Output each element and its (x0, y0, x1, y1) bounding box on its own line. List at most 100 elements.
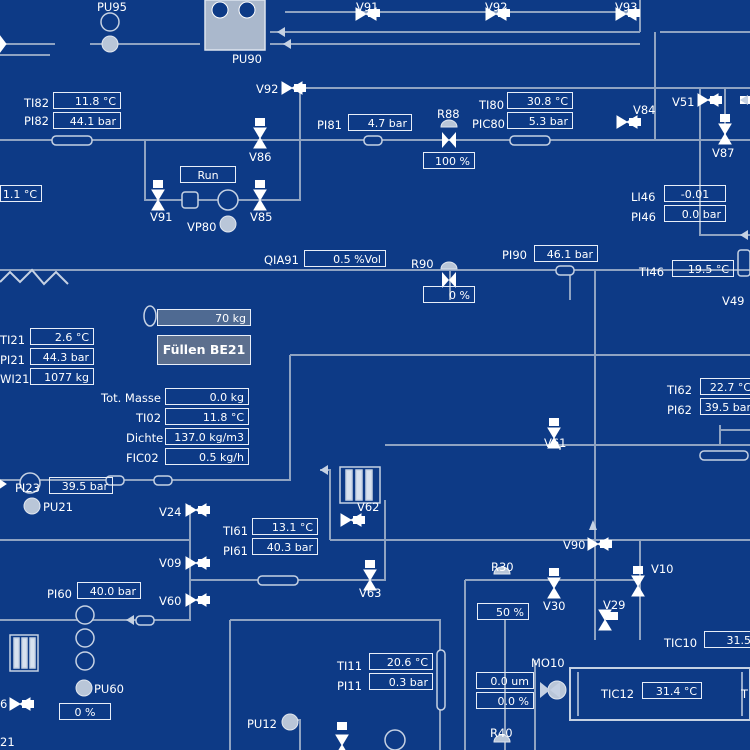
tag-v30: V30 (543, 599, 566, 613)
tag-v92-top: V92 (485, 0, 508, 14)
value-ti02[interactable]: 11.8 °C (165, 408, 249, 425)
value-tot-masse[interactable]: 0.0 kg (165, 388, 249, 405)
tag-pi21: PI21 (0, 353, 25, 367)
tag-tic12: TIC12 (601, 687, 635, 701)
tag-vp80: VP80 (187, 220, 217, 234)
value-mo10-um[interactable]: 0.0 um (476, 672, 534, 689)
value-pi82[interactable]: 44.1 bar (53, 112, 121, 129)
tag-v92: V92 (256, 82, 279, 96)
value-fill-weight[interactable]: 70 kg (157, 309, 251, 326)
value-pi62[interactable]: 39.5 bar (700, 398, 750, 415)
tag-pi81: PI81 (317, 118, 342, 132)
value-ti61[interactable]: 13.1 °C (252, 518, 318, 535)
value-left-temp[interactable]: 1.1 °C (0, 185, 42, 202)
value-ti82[interactable]: 11.8 °C (53, 92, 121, 109)
tag-pi61: PI61 (223, 544, 248, 558)
value-dichte[interactable]: 137.0 kg/m3 (165, 428, 249, 445)
tag-dichte: Dichte (126, 431, 164, 445)
tag-ti82: TI82 (24, 96, 50, 110)
tag-v85: V85 (250, 210, 273, 224)
tag-v29: V29 (603, 598, 626, 612)
value-r30[interactable]: 50 % (477, 603, 529, 620)
tag-pi11: PI11 (337, 679, 362, 693)
tag-pu95: PU95 (97, 0, 127, 14)
fill-be21-button[interactable]: Füllen BE21 (157, 335, 251, 365)
value-pi60[interactable]: 40.0 bar (77, 582, 141, 599)
tag-v60: V60 (159, 594, 182, 608)
tag-ti02: TI02 (136, 411, 162, 425)
tag-ti21: TI21 (0, 333, 26, 347)
tag-pic80: PIC80 (472, 117, 505, 131)
value-ti46[interactable]: 19.5 °C (672, 260, 734, 277)
tag-v93-top: V93 (615, 0, 638, 14)
tag-v63: V63 (359, 586, 382, 600)
tag-ti80: TI80 (479, 98, 505, 112)
tag-v10: V10 (651, 562, 674, 576)
tag-pu12: PU12 (247, 717, 277, 731)
value-pi46[interactable]: 0.0 bar (664, 205, 726, 222)
tag-pi23: PI23 (15, 481, 40, 495)
tag-pi62: PI62 (667, 403, 692, 417)
tag-v09: V09 (159, 556, 182, 570)
tag-v24: V24 (159, 505, 182, 519)
value-wi21[interactable]: 1077 kg (30, 368, 94, 385)
tag-v21: 21 (0, 735, 15, 749)
tag-ti62: TI62 (667, 383, 693, 397)
tag-pi90: PI90 (502, 248, 527, 262)
tag-pi46: PI46 (631, 210, 656, 224)
tag-v91: V91 (150, 210, 173, 224)
value-ti80[interactable]: 30.8 °C (507, 92, 573, 109)
value-pi21[interactable]: 44.3 bar (30, 348, 94, 365)
tag-v84: V84 (633, 103, 656, 117)
tag-pu21: PU21 (43, 500, 73, 514)
value-pi23[interactable]: 39.5 bar (49, 477, 113, 494)
tag-v87: V87 (712, 146, 735, 160)
tag-v62: V62 (357, 500, 380, 514)
value-pi90[interactable]: 46.1 bar (534, 245, 598, 262)
tag-r90: R90 (411, 257, 434, 271)
value-tic12[interactable]: 31.4 °C (642, 682, 702, 699)
tag-fic02: FIC02 (126, 451, 159, 465)
vp80-run-status[interactable]: Run (180, 166, 236, 183)
value-ti11[interactable]: 20.6 °C (369, 653, 433, 670)
tag-v49: V49 (722, 294, 745, 308)
value-mo10-pct[interactable]: 0.0 % (476, 692, 534, 709)
tag-pu90: PU90 (232, 52, 262, 66)
value-r90[interactable]: 0 % (423, 286, 475, 303)
value-li46[interactable]: -0.01 (664, 185, 726, 202)
value-pi11[interactable]: 0.3 bar (369, 673, 433, 690)
tag-v91-top: V91 (356, 0, 379, 14)
tag-li46: LI46 (631, 190, 656, 204)
tag-ti61: TI61 (223, 524, 249, 538)
value-ti62[interactable]: 22.7 °C (700, 378, 750, 395)
tag-t-edge: T (741, 687, 749, 701)
value-fic02[interactable]: 0.5 kg/h (165, 448, 249, 465)
tag-r88: R88 (437, 107, 460, 121)
tag-ti46: TI46 (639, 265, 665, 279)
value-r88[interactable]: 100 % (423, 152, 475, 169)
tag-r40: R40 (490, 726, 513, 740)
tag-v61: V61 (544, 436, 567, 450)
value-pu60-pct[interactable]: 0 % (59, 703, 111, 720)
tag-v06: 6 (0, 697, 8, 711)
tag-mo10: MO10 (531, 656, 565, 670)
tag-pu60: PU60 (94, 682, 124, 696)
tag-tot-masse: Tot. Masse (101, 391, 161, 405)
tag-pi82: PI82 (24, 114, 49, 128)
tag-v86: V86 (249, 150, 272, 164)
value-tic10[interactable]: 31.5 (704, 631, 750, 648)
value-pi81[interactable]: 4.7 bar (348, 114, 412, 131)
tag-r30: R30 (491, 560, 514, 574)
tag-pi60: PI60 (47, 587, 72, 601)
tag-v51: V51 (672, 95, 695, 109)
value-ti21[interactable]: 2.6 °C (30, 328, 94, 345)
tag-qia91: QIA91 (264, 253, 299, 267)
value-pic80[interactable]: 5.3 bar (507, 112, 573, 129)
tag-wi21: WI21 (0, 372, 30, 386)
tag-v90: V90 (563, 538, 586, 552)
tag-tic10: TIC10 (664, 636, 698, 650)
value-pi61[interactable]: 40.3 bar (252, 538, 318, 555)
value-qia91[interactable]: 0.5 %Vol (304, 250, 386, 267)
